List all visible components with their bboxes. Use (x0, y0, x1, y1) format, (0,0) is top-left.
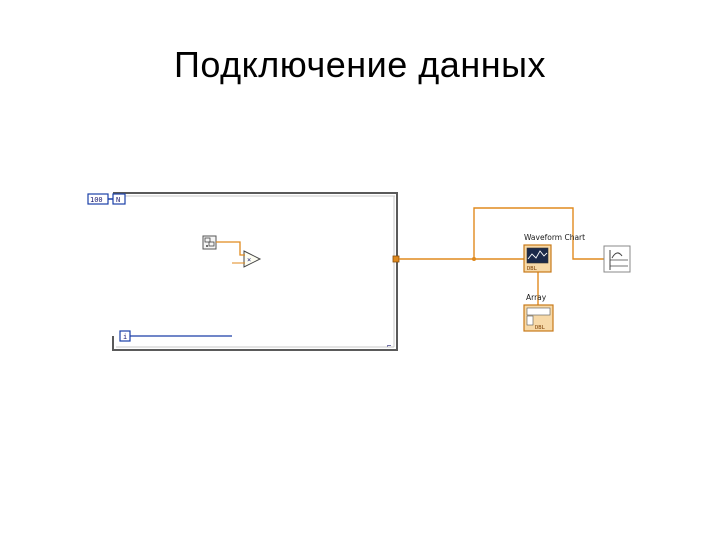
loop-count-terminal-label: N (116, 196, 120, 204)
waveform-chart-label: Waveform Chart (524, 233, 585, 242)
array-terminal[interactable]: DBL (523, 304, 554, 332)
wire-random-to-multiply (216, 241, 245, 256)
wire-top-branch (473, 207, 604, 260)
multiply-node[interactable]: × (243, 250, 262, 268)
loop-count-constant-value: 100 (90, 196, 103, 204)
slide-title: Подключение данных (174, 44, 546, 85)
array-label: Array (526, 293, 547, 302)
random-number-node[interactable] (202, 235, 217, 250)
iteration-terminal-label: i (123, 333, 127, 341)
loop-corner-glyph: ⌐ (387, 342, 391, 350)
waveform-chart-terminal[interactable]: DBL (523, 244, 552, 273)
loop-output-tunnel[interactable] (392, 255, 400, 263)
multiply-symbol: × (247, 256, 251, 264)
for-loop-frame (112, 192, 398, 351)
waveform-chart-type: DBL (527, 266, 538, 272)
for-loop[interactable]: N 100 i ⌐ (87, 192, 398, 351)
for-loop-frame-shadow (115, 195, 395, 348)
waveform-graph-icon[interactable] (603, 245, 631, 273)
array-type: DBL (535, 325, 546, 331)
